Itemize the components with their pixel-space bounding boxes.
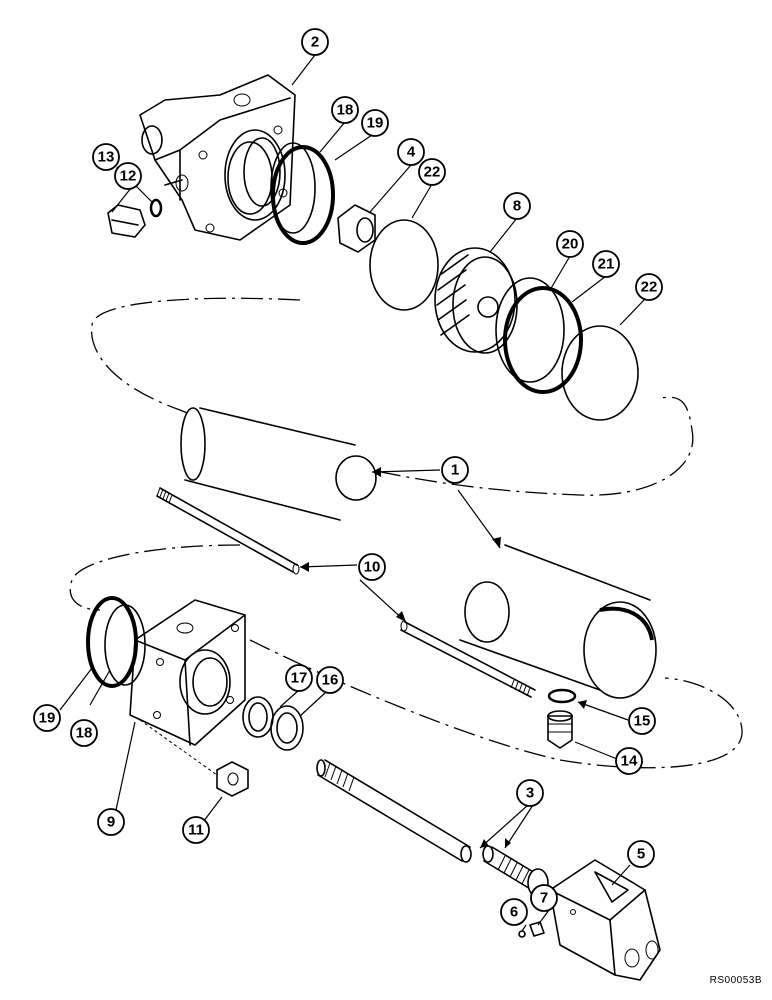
callout-8: 8 bbox=[503, 192, 531, 220]
part-15-o-ring bbox=[547, 688, 577, 704]
callout-9: 9 bbox=[97, 808, 125, 836]
part-3-piston-rod-upper bbox=[316, 759, 472, 863]
svg-text:7: 7 bbox=[540, 890, 548, 907]
callout-16: 16 bbox=[316, 666, 344, 694]
part-4-nut bbox=[337, 204, 376, 253]
callout-15: 15 bbox=[628, 707, 656, 735]
svg-text:18: 18 bbox=[76, 725, 93, 742]
svg-text:12: 12 bbox=[120, 168, 137, 185]
part-9-lower-end-cap bbox=[129, 599, 246, 746]
callout-13: 13 bbox=[92, 143, 120, 171]
svg-text:13: 13 bbox=[98, 149, 115, 166]
callout-18-lower: 18 bbox=[70, 719, 98, 747]
svg-text:17: 17 bbox=[291, 670, 308, 687]
callout-21: 21 bbox=[592, 250, 620, 278]
part-6-ball bbox=[518, 930, 526, 938]
figure-reference-code: RS00053B bbox=[709, 975, 762, 986]
part-16-wiper bbox=[270, 705, 304, 751]
part-8-piston bbox=[434, 247, 518, 354]
callout-7: 7 bbox=[530, 884, 558, 912]
part-7-set-screw bbox=[529, 921, 545, 937]
svg-text:8: 8 bbox=[513, 198, 521, 215]
part-22-ring-lower bbox=[561, 325, 639, 421]
callout-19-lower: 19 bbox=[33, 704, 61, 732]
svg-text:14: 14 bbox=[621, 753, 638, 770]
svg-text:6: 6 bbox=[510, 904, 518, 921]
callout-2: 2 bbox=[301, 28, 329, 56]
part-1-barrel-lower bbox=[459, 544, 657, 699]
part-14-fitting bbox=[547, 710, 573, 749]
part-1-barrel-upper bbox=[180, 407, 377, 521]
svg-text:21: 21 bbox=[598, 256, 615, 273]
part-10-tie-rod-lower bbox=[400, 620, 536, 698]
callout-17: 17 bbox=[285, 664, 313, 692]
svg-text:16: 16 bbox=[322, 672, 339, 689]
callout-4: 4 bbox=[397, 138, 425, 166]
callout-5: 5 bbox=[627, 840, 655, 868]
callout-20: 20 bbox=[556, 230, 584, 258]
callout-1: 1 bbox=[441, 456, 469, 484]
svg-text:20: 20 bbox=[562, 236, 579, 253]
callout-22-lower: 22 bbox=[635, 273, 663, 301]
svg-text:4: 4 bbox=[407, 144, 416, 161]
svg-text:22: 22 bbox=[424, 164, 441, 181]
leader-arrows bbox=[300, 467, 587, 848]
callout-6: 6 bbox=[500, 898, 528, 926]
svg-text:22: 22 bbox=[641, 279, 658, 296]
callout-11: 11 bbox=[182, 816, 210, 844]
callout-14: 14 bbox=[615, 747, 643, 775]
callout-18: 18 bbox=[331, 96, 359, 124]
callout-22: 22 bbox=[418, 158, 446, 186]
svg-text:19: 19 bbox=[367, 115, 384, 132]
part-18-seal-ring bbox=[270, 142, 316, 234]
part-10-tie-rod-upper bbox=[156, 487, 300, 575]
part-2-upper-end-cap bbox=[139, 74, 296, 241]
callout-12: 12 bbox=[114, 162, 142, 190]
fastener-leader bbox=[139, 719, 218, 776]
part-21-o-ring bbox=[503, 286, 583, 394]
svg-text:9: 9 bbox=[107, 814, 115, 831]
callout-10: 10 bbox=[358, 553, 386, 581]
callout-3: 3 bbox=[516, 779, 544, 807]
callout-19: 19 bbox=[361, 109, 389, 137]
svg-text:18: 18 bbox=[337, 102, 354, 119]
part-19-backup-ring-lower bbox=[86, 596, 138, 688]
svg-text:15: 15 bbox=[634, 713, 651, 730]
part-11-nut bbox=[216, 761, 249, 797]
svg-text:3: 3 bbox=[526, 785, 534, 802]
svg-text:19: 19 bbox=[39, 710, 56, 727]
part-5-clevis bbox=[549, 859, 661, 981]
svg-text:2: 2 bbox=[311, 34, 319, 51]
part-22-ring-upper bbox=[369, 219, 439, 311]
part-13-o-ring bbox=[149, 198, 163, 218]
svg-text:1: 1 bbox=[451, 462, 459, 479]
part-19-backup-ring bbox=[271, 145, 335, 245]
part-20-seal bbox=[495, 277, 565, 383]
upper-assembly-boundary bbox=[90, 297, 694, 496]
svg-text:5: 5 bbox=[637, 846, 645, 863]
svg-text:10: 10 bbox=[364, 559, 381, 576]
svg-text:11: 11 bbox=[188, 822, 204, 839]
